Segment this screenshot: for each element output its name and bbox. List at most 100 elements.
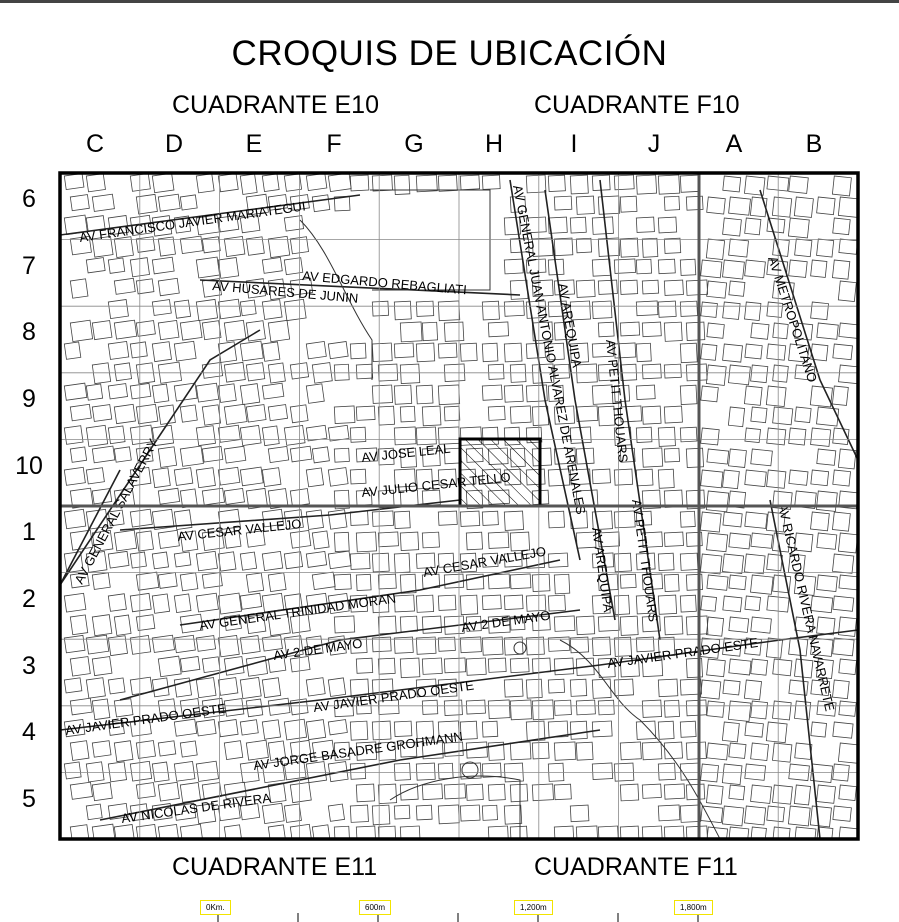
- street-block: [333, 489, 350, 510]
- street-block: [569, 678, 588, 697]
- street-block: [635, 258, 653, 275]
- street-block: [135, 740, 156, 759]
- map-frame: [58, 171, 860, 841]
- street-block: [591, 258, 612, 277]
- street-block: [107, 803, 129, 820]
- street-block: [728, 616, 750, 633]
- street-block: [459, 804, 481, 822]
- street-block: [591, 594, 611, 615]
- street-block: [743, 553, 766, 575]
- street-block: [619, 237, 639, 258]
- street-block: [531, 573, 551, 592]
- street-block: [437, 384, 461, 406]
- street-block: [63, 761, 82, 780]
- column-label-h: H: [484, 130, 504, 158]
- street-block: [349, 468, 367, 485]
- street-block: [129, 760, 153, 782]
- street-block: [706, 574, 729, 591]
- street-block: [750, 742, 769, 761]
- street-block: [663, 741, 683, 760]
- street-block: [706, 448, 730, 465]
- street-block: [239, 299, 257, 317]
- street-block: [575, 741, 594, 761]
- street-block: [63, 173, 85, 191]
- street-block: [261, 341, 281, 362]
- street-block: [91, 740, 112, 758]
- street-block: [173, 551, 192, 568]
- street-block: [794, 364, 816, 381]
- street-block: [311, 362, 333, 384]
- street-block: [371, 636, 392, 653]
- street-block: [245, 193, 269, 216]
- street-block: [575, 279, 596, 298]
- street-block: [685, 447, 704, 468]
- street-block: [663, 321, 683, 342]
- street-block: [772, 490, 793, 510]
- street-block: [129, 592, 152, 613]
- street-block: [685, 825, 709, 839]
- street-block: [311, 446, 330, 464]
- street-block: [810, 427, 832, 447]
- street-block: [685, 489, 706, 510]
- street-block: [793, 574, 817, 596]
- street-block: [91, 193, 115, 212]
- street-block: [437, 636, 456, 652]
- row-label-7: 7: [22, 252, 36, 280]
- street-block: [744, 595, 761, 612]
- street-block: [613, 468, 634, 486]
- street-block: [816, 196, 836, 216]
- street-block: [706, 784, 724, 805]
- street-block: [223, 740, 244, 760]
- street-block: [179, 823, 204, 839]
- street-block: [657, 594, 678, 615]
- street-block: [794, 532, 814, 553]
- street-block: [135, 193, 158, 215]
- street-block: [635, 426, 653, 444]
- street-block: [503, 384, 524, 403]
- street-block: [837, 532, 858, 554]
- street-block: [569, 300, 591, 321]
- street-label: AV CESAR VALLEJO: [422, 544, 547, 580]
- street-block: [223, 824, 242, 839]
- street-block: [63, 508, 87, 530]
- street-block: [333, 699, 354, 718]
- street-block: [333, 825, 350, 839]
- street-block: [553, 657, 575, 676]
- street-block: [393, 510, 411, 529]
- map-title: CROQUIS DE UBICACIÓN: [231, 34, 668, 73]
- street-block: [459, 342, 478, 362]
- street-block: [831, 385, 849, 406]
- street-block: [371, 804, 391, 826]
- street-block: [771, 196, 793, 218]
- street-block: [85, 634, 110, 655]
- street-block: [327, 341, 349, 360]
- street-block: [415, 342, 436, 363]
- street-block: [531, 741, 550, 760]
- street-block: [663, 825, 685, 839]
- street-block: [157, 698, 177, 717]
- street-block: [816, 784, 836, 804]
- street-block: [721, 721, 740, 743]
- street-block: [553, 363, 570, 380]
- street-block: [591, 720, 613, 738]
- street-block: [201, 656, 221, 674]
- street-block: [744, 469, 767, 488]
- street-block: [283, 718, 308, 741]
- street-block: [591, 216, 614, 235]
- row-label-9: 9: [22, 385, 36, 413]
- street-block: [591, 510, 613, 531]
- street-block: [135, 571, 160, 591]
- street-block: [657, 678, 679, 698]
- street-block: [700, 679, 722, 700]
- street-block: [794, 238, 813, 258]
- street-block: [349, 762, 367, 780]
- street-block: [107, 383, 129, 400]
- street-block: [85, 761, 105, 783]
- street-block: [547, 678, 565, 694]
- street-block: [173, 215, 192, 234]
- street-block: [113, 529, 138, 552]
- street-block: [531, 279, 554, 297]
- street-block: [195, 803, 217, 825]
- street-block: [657, 468, 675, 489]
- street-label: AV JORGE BASADRE GROHMANN: [252, 729, 463, 773]
